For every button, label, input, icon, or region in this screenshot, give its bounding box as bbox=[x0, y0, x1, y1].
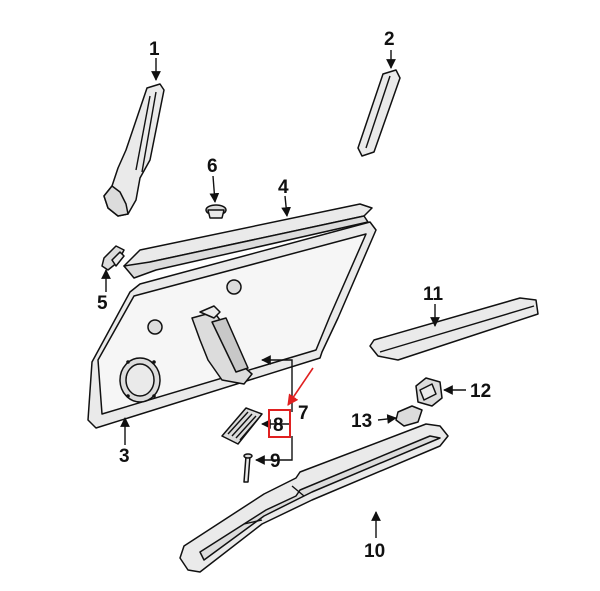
part-2-pillar-strip bbox=[357, 69, 401, 157]
callout-5: 5 bbox=[97, 293, 108, 314]
callout-6: 6 bbox=[207, 156, 218, 177]
part-6-clip bbox=[205, 204, 227, 219]
part-3-door-panel bbox=[87, 221, 377, 429]
callout-labels: 1 2 3 4 5 6 7 8 9 10 11 12 13 bbox=[97, 29, 491, 562]
part-13-insert bbox=[395, 405, 423, 427]
callout-13: 13 bbox=[351, 411, 372, 432]
callout-3: 3 bbox=[119, 446, 130, 467]
part-5-bracket bbox=[101, 245, 125, 271]
callout-9: 9 bbox=[270, 451, 281, 472]
part-12-switch bbox=[415, 377, 443, 407]
highlight-callout-8 bbox=[268, 367, 314, 438]
callout-4: 4 bbox=[278, 177, 289, 198]
part-8-grille bbox=[221, 407, 263, 445]
callout-12: 12 bbox=[470, 381, 491, 402]
callout-10: 10 bbox=[364, 541, 385, 562]
part-10-armrest bbox=[179, 423, 449, 573]
callout-2: 2 bbox=[384, 29, 395, 50]
part-11-top-strip bbox=[369, 297, 539, 361]
callout-8: 8 bbox=[273, 415, 284, 436]
callout-7: 7 bbox=[298, 403, 309, 424]
callout-1: 1 bbox=[149, 39, 160, 60]
part-9-screw bbox=[243, 453, 253, 483]
part-1-a-pillar-trim bbox=[103, 83, 165, 217]
callout-11: 11 bbox=[423, 284, 444, 305]
